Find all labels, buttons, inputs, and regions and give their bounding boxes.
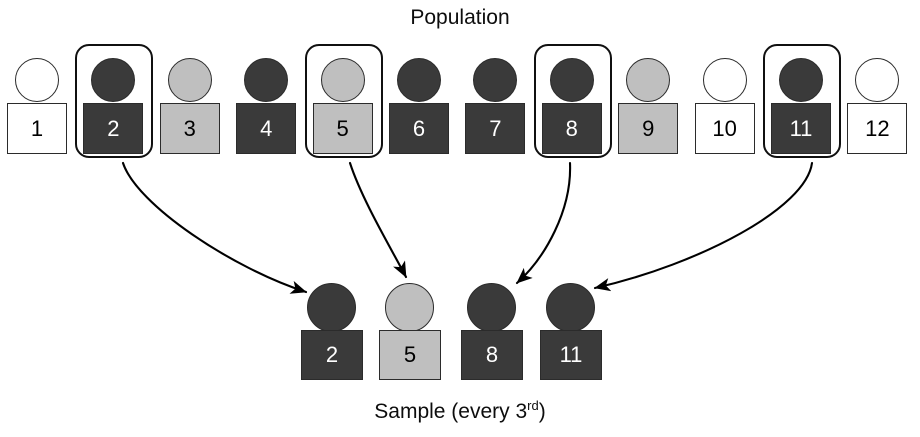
population-item-7[interactable]: 7 [458,45,535,160]
arrow-11-to-sample-4 [593,161,814,292]
population-label-box-9: 9 [618,103,679,154]
population-circle-5 [320,58,365,102]
population-label-box-4: 4 [236,103,297,154]
population-label-box-6: 6 [389,103,449,154]
selection-highlight-5 [304,44,383,158]
population-label-box-12: 12 [847,103,908,154]
population-item-5[interactable]: 5 [304,44,383,160]
population-item-10[interactable]: 10 [688,45,765,160]
population-label-box-7: 7 [465,103,526,154]
population-item-1[interactable]: 1 [0,45,77,160]
sample-circle-11 [546,283,595,332]
arrow-8-to-sample-3 [515,161,572,285]
population-circle-6 [397,58,441,102]
sample-label-box-11: 11 [540,330,602,380]
sample-circle-8 [467,283,516,332]
sample-label-box-5: 5 [379,330,441,380]
sample-item-2[interactable]: 2 [301,283,363,383]
population-item-12[interactable]: 12 [840,45,917,160]
population-item-6[interactable]: 6 [382,45,459,160]
population-label-box-10: 10 [694,103,755,154]
population-circle-9 [626,58,671,102]
population-item-2[interactable]: 2 [75,44,154,160]
arrow-5-to-sample-2 [348,161,408,279]
population-item-3[interactable]: 3 [153,45,230,160]
sample-item-11[interactable]: 11 [540,283,602,383]
sample-label-box-8: 8 [461,330,523,380]
population-circle-7 [473,58,518,102]
population-item-9[interactable]: 9 [611,45,688,160]
population-item-4[interactable]: 4 [229,45,306,160]
sample-title: Sample (every 3rd) [0,398,920,424]
sample-item-5[interactable]: 5 [379,283,441,383]
population-label-box-3: 3 [159,103,220,154]
selection-highlight-2 [75,44,154,158]
population-circle-4 [244,58,289,102]
population-title: Population [410,6,510,29]
sample-circle-2 [307,283,356,332]
population-label-box-5: 5 [312,103,373,154]
sample-title-main: Sample (every 3 [374,400,528,423]
population-circle-12 [855,58,900,102]
sample-item-8[interactable]: 8 [461,283,523,383]
population-circle-11 [779,58,823,102]
population-label-box-11: 11 [771,103,831,154]
sample-circle-5 [385,283,434,332]
population-circle-2 [91,58,136,102]
population-circle-10 [702,58,747,102]
arrow-2-to-sample-1 [121,161,308,294]
sample-title-ordinal-suffix: rd [527,398,539,413]
population-label-box-2: 2 [83,103,144,154]
population-label-box-8: 8 [541,103,602,154]
population-circle-8 [549,58,594,102]
population-item-8[interactable]: 8 [533,44,612,160]
selection-highlight-11 [763,44,841,158]
selection-highlight-8 [533,44,612,158]
population-circle-3 [167,58,212,102]
population-circle-1 [15,58,59,102]
sample-title-end: ) [538,400,546,423]
population-label-box-1: 1 [7,103,67,154]
sample-label-box-2: 2 [301,330,363,380]
population-item-11[interactable]: 11 [763,44,841,160]
